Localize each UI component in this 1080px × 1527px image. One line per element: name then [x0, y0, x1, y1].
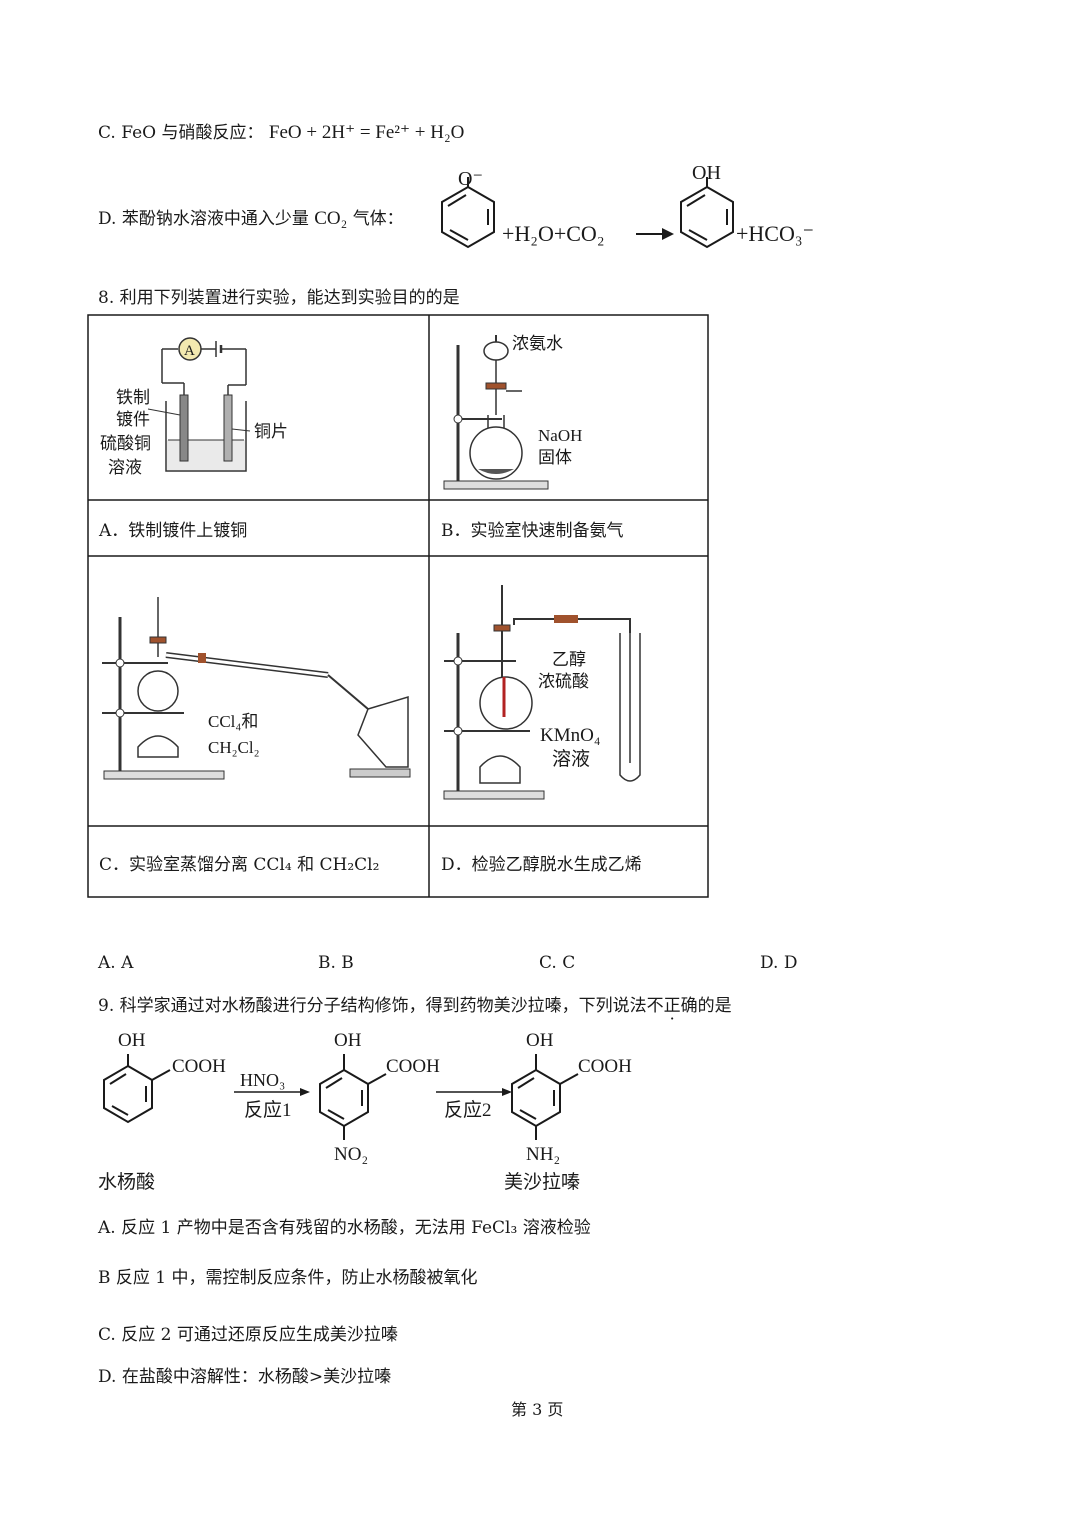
q7-option-c: C. FeO 与硝酸反应： FeO + 2H⁺ = Fe²⁺ + H₂O: [98, 118, 464, 144]
round-flask: [469, 426, 523, 480]
figure-d-ethylene: 乙醇 浓硫酸 KMnO₄ 溶液: [443, 585, 641, 800]
benzene-ring-mesalazine: [511, 1054, 579, 1140]
figure-a-electroplating: A 铁制 镀件 硫酸铜 溶液 铜片: [100, 337, 288, 477]
mesalazine-synthesis-scheme: OH COOH 水杨酸 HNO₃ 反应1 OH COOH NO₂ 反应2 OH …: [98, 1030, 632, 1193]
option-letter: C.: [98, 123, 116, 143]
option-text-gas: 气体：: [352, 209, 404, 229]
option-letter: D.: [98, 209, 117, 229]
q8-stem: 8. 利用下列装置进行实验，能达到实验目的的是: [98, 288, 460, 308]
copper-sulfate-label-1: 硫酸铜: [100, 434, 151, 453]
q9-option-c[interactable]: C. 反应 2 可通过还原反应生成美沙拉嗪: [98, 1325, 398, 1345]
cell-b-label: B．实验室快速制备氨气: [441, 521, 624, 541]
q8-choice-b[interactable]: B. B: [318, 953, 354, 973]
page-number: 第 3 页: [511, 1400, 564, 1419]
q9-option-a[interactable]: A. 反应 1 产物中是否含有残留的水杨酸，无法用 FeCl₃ 溶液检验: [98, 1218, 591, 1238]
cell-c-label: C．实验室蒸馏分离 CCl₄ 和 CH₂Cl₂: [99, 855, 380, 875]
cooh-label-3: COOH: [578, 1056, 632, 1077]
benzene-ring-1: [441, 177, 495, 249]
no2-label: NO₂: [334, 1144, 368, 1165]
equation: FeO + 2H⁺ = Fe²⁺ + H₂O: [268, 122, 465, 143]
option-text: 苯酚钠水溶液中通入少量: [121, 209, 309, 229]
salicylic-acid-name: 水杨酸: [98, 1171, 155, 1193]
naoh-solid-label: 固体: [538, 448, 572, 467]
iron-label-2: 镀件: [116, 410, 150, 429]
phenoxide-label: O⁻: [458, 168, 483, 190]
copper-sulfate-label-2: 溶液: [108, 458, 142, 477]
q9-option-b[interactable]: B 反应 1 中，需控制反应条件，防止水杨酸被氧化: [98, 1268, 478, 1288]
sulfuric-acid-label: 浓硫酸: [538, 672, 589, 691]
nh2-label: NH₂: [526, 1144, 560, 1165]
phenoxide-reaction-scheme: O⁻ +H₂O+CO₂ OH +HCO₃⁻: [441, 162, 814, 249]
cell-a-label: A．铁制镀件上镀铜: [99, 521, 248, 541]
ammeter-label: A: [184, 343, 195, 359]
mesalazine-name: 美沙拉嗪: [504, 1171, 580, 1193]
q7-option-d: D. 苯酚钠水溶液中通入少量 CO₂ 气体：: [98, 204, 404, 230]
benzene-ring-2: [680, 177, 734, 249]
alcohol-lamp: [137, 735, 179, 758]
ammonia-water-label: 浓氨水: [512, 334, 563, 353]
q8-choice-c[interactable]: C. C: [539, 953, 576, 973]
copper-plate-label: 铜片: [254, 422, 288, 441]
q8-choice-a[interactable]: A. A: [98, 953, 134, 973]
reagents: +H₂O+CO₂: [502, 221, 605, 246]
reaction-arrow: [636, 228, 674, 240]
distillation-flask: [137, 670, 179, 712]
hno3-reagent: HNO₃: [240, 1070, 285, 1090]
q8-apparatus-table: A 铁制 镀件 硫酸铜 溶液 铜片 浓氨水: [87, 314, 709, 898]
copper-electrode: [223, 394, 233, 462]
benzene-ring-nitro: [319, 1054, 387, 1140]
iron-label-1: 铁制: [116, 388, 150, 407]
reaction-flask: [479, 676, 533, 730]
reaction-1-label: 反应1: [244, 1099, 292, 1121]
co2-formula: CO₂: [314, 208, 348, 229]
q9-stem-end: 的是: [697, 996, 732, 1016]
q9-stem-emphasis: 不正确: [647, 996, 698, 1016]
q9-stem: 9. 科学家通过对水杨酸进行分子结构修饰，得到药物美沙拉嗪，下列说法不正确的是: [98, 991, 732, 1016]
q8-choice-d[interactable]: D. D: [760, 953, 798, 973]
table-grid: [87, 314, 709, 898]
benzene-ring-salicylic: [103, 1054, 171, 1124]
q9-stem-main: 9. 科学家通过对水杨酸进行分子结构修饰，得到药物美沙拉嗪，下列说法: [98, 996, 647, 1016]
cooh-label-1: COOH: [172, 1056, 226, 1077]
naoh-label: NaOH: [538, 426, 582, 445]
dropping-funnel: [483, 341, 509, 361]
phenol-label: OH: [692, 162, 721, 184]
ch2cl2-label: CH₂Cl₂: [208, 738, 260, 757]
ccl4-label: CCl₄和: [208, 712, 258, 731]
kmno4-solution-label: 溶液: [552, 748, 590, 770]
iron-electrode: [179, 394, 189, 462]
reaction-2-label: 反应2: [444, 1099, 492, 1121]
oh-label-1: OH: [118, 1030, 146, 1051]
ethanol-label: 乙醇: [552, 650, 586, 669]
oh-label-3: OH: [526, 1030, 554, 1051]
q9-option-d[interactable]: D. 在盐酸中溶解性：水杨酸>美沙拉嗪: [98, 1367, 392, 1387]
kmno4-label: KMnO₄: [540, 725, 600, 746]
figure-c-distillation: CCl₄和 CH₂Cl₂: [102, 597, 411, 780]
figure-b-ammonia: 浓氨水 NaOH 固体: [443, 334, 582, 490]
hco3-product: +HCO₃⁻: [736, 221, 814, 246]
option-text: FeO 与硝酸反应：: [121, 123, 264, 143]
cooh-label-2: COOH: [386, 1056, 440, 1077]
cell-d-label: D．检验乙醇脱水生成乙烯: [441, 855, 642, 875]
oh-label-2: OH: [334, 1030, 362, 1051]
